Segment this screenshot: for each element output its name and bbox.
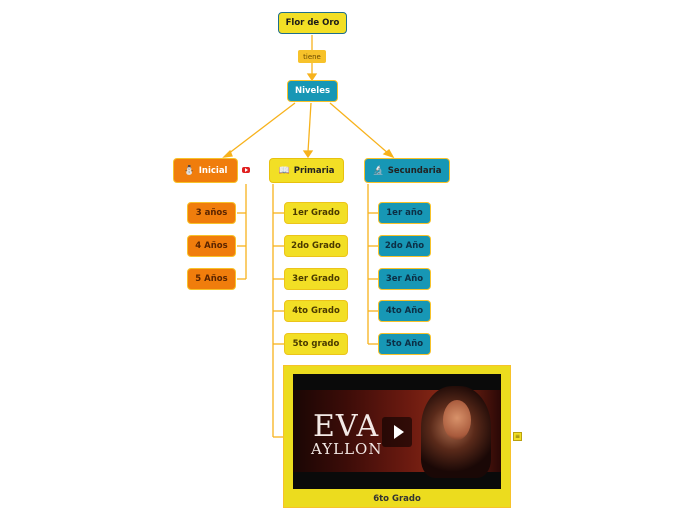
relationship-text: tiene (303, 52, 321, 61)
inicial-item-3[interactable]: 5 Años (187, 268, 236, 290)
snowman-icon: ⛄ (183, 165, 195, 176)
root-node-flor-de-oro[interactable]: Flor de Oro (278, 12, 347, 34)
video-node-6to-grado[interactable]: EVA AYLLON 6to Grado (283, 365, 511, 508)
secundaria-item-2[interactable]: 2do Año (378, 235, 431, 257)
microscope-icon: 🔬 (372, 165, 384, 176)
video-thumbnail: EVA AYLLON (293, 386, 501, 478)
item-label: 1er Grado (292, 208, 340, 218)
inicial-item-1[interactable]: 3 años (187, 202, 236, 224)
inicial-node[interactable]: ⛄ Inicial (173, 158, 238, 183)
play-icon[interactable] (382, 417, 412, 447)
inicial-label: Inicial (198, 165, 228, 176)
thumbnail-title: EVA (313, 409, 380, 444)
primaria-item-4[interactable]: 4to Grado (284, 300, 348, 322)
singer-face (443, 400, 471, 440)
thumbnail-subtitle: AYLLON (311, 440, 383, 458)
secundaria-item-1[interactable]: 1er año (378, 202, 431, 224)
secundaria-item-4[interactable]: 4to Año (378, 300, 431, 322)
secundaria-node[interactable]: 🔬 Secundaria (364, 158, 450, 183)
item-label: 3 años (195, 208, 228, 218)
primaria-item-1[interactable]: 1er Grado (284, 202, 348, 224)
video-player[interactable]: EVA AYLLON (293, 374, 501, 489)
item-label: 5to grado (292, 339, 340, 349)
item-label: 4to Grado (292, 306, 340, 316)
item-label: 1er año (386, 208, 423, 218)
inicial-item-2[interactable]: 4 Años (187, 235, 236, 257)
niveles-label: Niveles (294, 86, 331, 96)
item-label: 5 Años (195, 274, 228, 284)
niveles-node[interactable]: Niveles (287, 80, 338, 102)
item-label: 2do Grado (291, 241, 341, 251)
item-label: 4to Año (385, 306, 424, 316)
primaria-item-3[interactable]: 3er Grado (284, 268, 348, 290)
item-label: 3er Grado (292, 274, 340, 284)
secundaria-label: Secundaria (387, 165, 442, 176)
secundaria-item-5[interactable]: 5to Año (378, 333, 431, 355)
item-label: 2do Año (384, 241, 425, 251)
root-label: Flor de Oro (285, 18, 340, 28)
primaria-item-5[interactable]: 5to grado (284, 333, 348, 355)
item-label: 3er Año (385, 274, 424, 284)
item-label: 4 Años (195, 241, 228, 251)
relationship-label-tiene[interactable]: tiene (298, 50, 326, 63)
youtube-link-icon[interactable] (242, 167, 250, 173)
primaria-node[interactable]: 📖 Primaria (269, 158, 344, 183)
item-label: 5to Año (385, 339, 424, 349)
book-icon: 📖 (278, 165, 290, 176)
video-caption: 6to Grado (373, 494, 421, 504)
primaria-item-2[interactable]: 2do Grado (284, 235, 348, 257)
primaria-label: Primaria (293, 165, 335, 176)
secundaria-item-3[interactable]: 3er Año (378, 268, 431, 290)
notes-icon[interactable]: ≡ (513, 432, 522, 441)
